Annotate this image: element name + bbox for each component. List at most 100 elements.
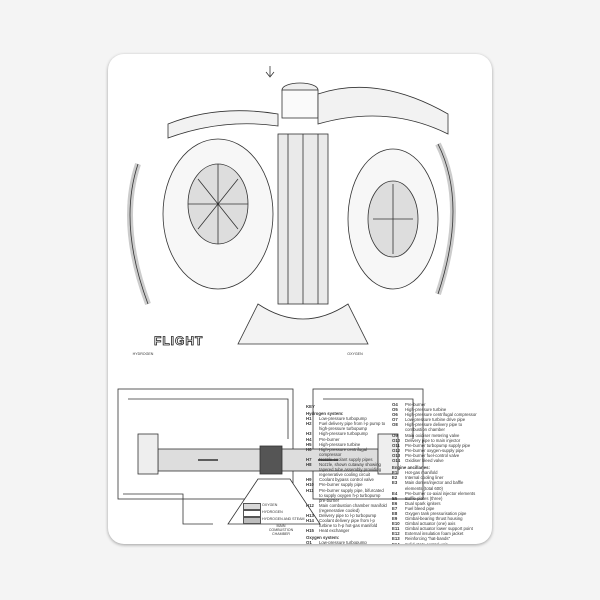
key-text: Solid-state control unit (405, 542, 448, 544)
key-text: Pre-burner supply pipe, bifurcated to su… (319, 487, 384, 503)
key-code: H10 (306, 482, 314, 488)
key-item: E9 Gimbal-bearing thrust housing (392, 516, 482, 521)
engine-cutaway-drawing (117, 66, 456, 525)
key-item: H7 Nozzle-coolant supply pipes (306, 457, 388, 462)
key-code: O14 (392, 458, 401, 464)
sticker: FLIGHT HYDROGEN OXYGEN MAIN COMBUSTION C… (108, 54, 492, 544)
key-code: H3 (306, 431, 312, 437)
key-code: H4 (306, 436, 312, 442)
key-text: Main domes/injector and baffle elements … (405, 480, 464, 491)
key-code: O9 (392, 432, 398, 438)
key-code: O6 (392, 412, 398, 418)
key-title: KEY (306, 404, 315, 409)
key-code: E1 (392, 470, 398, 476)
flight-logo: FLIGHT (154, 334, 204, 349)
key-text: Pre-burner co-axial injector elements (405, 490, 476, 496)
key-item: E14Solid-state control unit (392, 542, 482, 544)
legend-swatch-hydrogen (243, 510, 261, 517)
key-text: Main oxidiser metering valve (405, 432, 460, 438)
key-item: E6 Dual spark igniters (392, 501, 482, 506)
key-text: Baffle plates (three) (405, 495, 443, 501)
legend-label: HYDROGEN (262, 510, 283, 514)
key-code: E13 (392, 536, 400, 542)
key-code: E11 (392, 526, 400, 532)
key-text: Oxidiser bleed valve (405, 458, 444, 464)
key-text: Low-pressure turbopump (319, 416, 367, 422)
engine-ancillaries-title: Engine ancillaries: (392, 465, 430, 471)
key-code: E9 (392, 516, 398, 522)
key-text: Oxygen tank pressurisation pipe (405, 510, 467, 516)
key-code: H8 (306, 462, 312, 468)
key-item: E3 Main domes/injector and baffle element… (392, 480, 482, 490)
key-code: E6 (392, 500, 398, 506)
key-text: Internal cooling liner (405, 475, 444, 481)
key-item: O4 Pre-burner (392, 402, 482, 407)
key-text: Coolant delivery pipe from l-p turbine t… (319, 518, 378, 529)
legend-label: OXYGEN (262, 503, 278, 507)
key-text: Gimbal actuator lower support point (405, 526, 473, 532)
key-code: H7 (306, 456, 312, 462)
key-text: High-pressure turbine (319, 441, 361, 447)
key-code: O12 (392, 447, 401, 453)
hydrogen-system-title: Hydrogen system: (306, 411, 344, 417)
key-column-1: KEY Hydrogen system: H1 Low-pressure turb… (306, 402, 388, 544)
key-code: H13 (306, 512, 314, 518)
key-code: O8 (392, 422, 398, 428)
key-text: Main combustion chamber manifold (regene… (319, 502, 387, 513)
key-text: Fuel delivery pipe from l-p pump to high… (319, 421, 386, 432)
key-code: O10 (392, 437, 401, 443)
key-code: O4 (392, 402, 398, 407)
key-text: Dual spark igniters (405, 500, 441, 506)
key-code: H11 (306, 487, 314, 493)
key-code: E12 (392, 531, 400, 537)
legend-swatch-oxygen (243, 503, 261, 510)
key-code: E8 (392, 510, 398, 516)
key-item: H11 Pre-burner supply pipe, bifurcated to… (306, 488, 388, 503)
key-text: High-pressure turbine (405, 407, 447, 413)
key-code: H5 (306, 441, 312, 447)
key-text: High-pressure turbopump (319, 431, 368, 437)
key-item: O5 High-pressure turbine (392, 407, 482, 412)
key-code: O5 (392, 407, 398, 413)
key-text: Heat exchanger (319, 528, 350, 534)
key-code: E4 (392, 490, 398, 496)
key-code: H9 (306, 477, 312, 483)
key-code: E14 (392, 542, 405, 544)
key-code: H1 (306, 416, 312, 422)
key-text: Nozzle-coolant supply pipes (319, 456, 373, 462)
key-text: Reinforcing "hat-bands" (405, 536, 451, 542)
key-text: High-pressure centrifugal compressor (319, 446, 368, 457)
key-text: Gimbal-bearing thrust housing (405, 516, 463, 522)
key-item: H12 Main combustion chamber manifold (reg… (306, 503, 388, 513)
key-code: H12 (306, 502, 314, 508)
inlet-arrow-icon (265, 66, 275, 78)
key-code: H2 (306, 421, 312, 427)
legend: OXYGEN HYDROGEN HYDROGEN AND STEAM (243, 503, 313, 527)
key-text: Pre-burner (405, 402, 426, 407)
key-item: O9 Main oxidiser metering valve (392, 433, 482, 438)
oxygen-input-label: OXYGEN (347, 352, 363, 356)
key-code: E3 (392, 480, 398, 486)
key-code: O1 (306, 540, 312, 544)
key-item: O14 Oxidiser bleed valve (392, 458, 482, 463)
key-text: Fuel bleed pipe (405, 505, 435, 511)
legend-swatch-hydrogen-steam (243, 517, 261, 524)
key-item: H1 Low-pressure turbopump (306, 416, 388, 421)
key-item: H2 Fuel delivery pipe from l-p pump to hi… (306, 421, 388, 431)
key-code: H15 (306, 528, 314, 534)
